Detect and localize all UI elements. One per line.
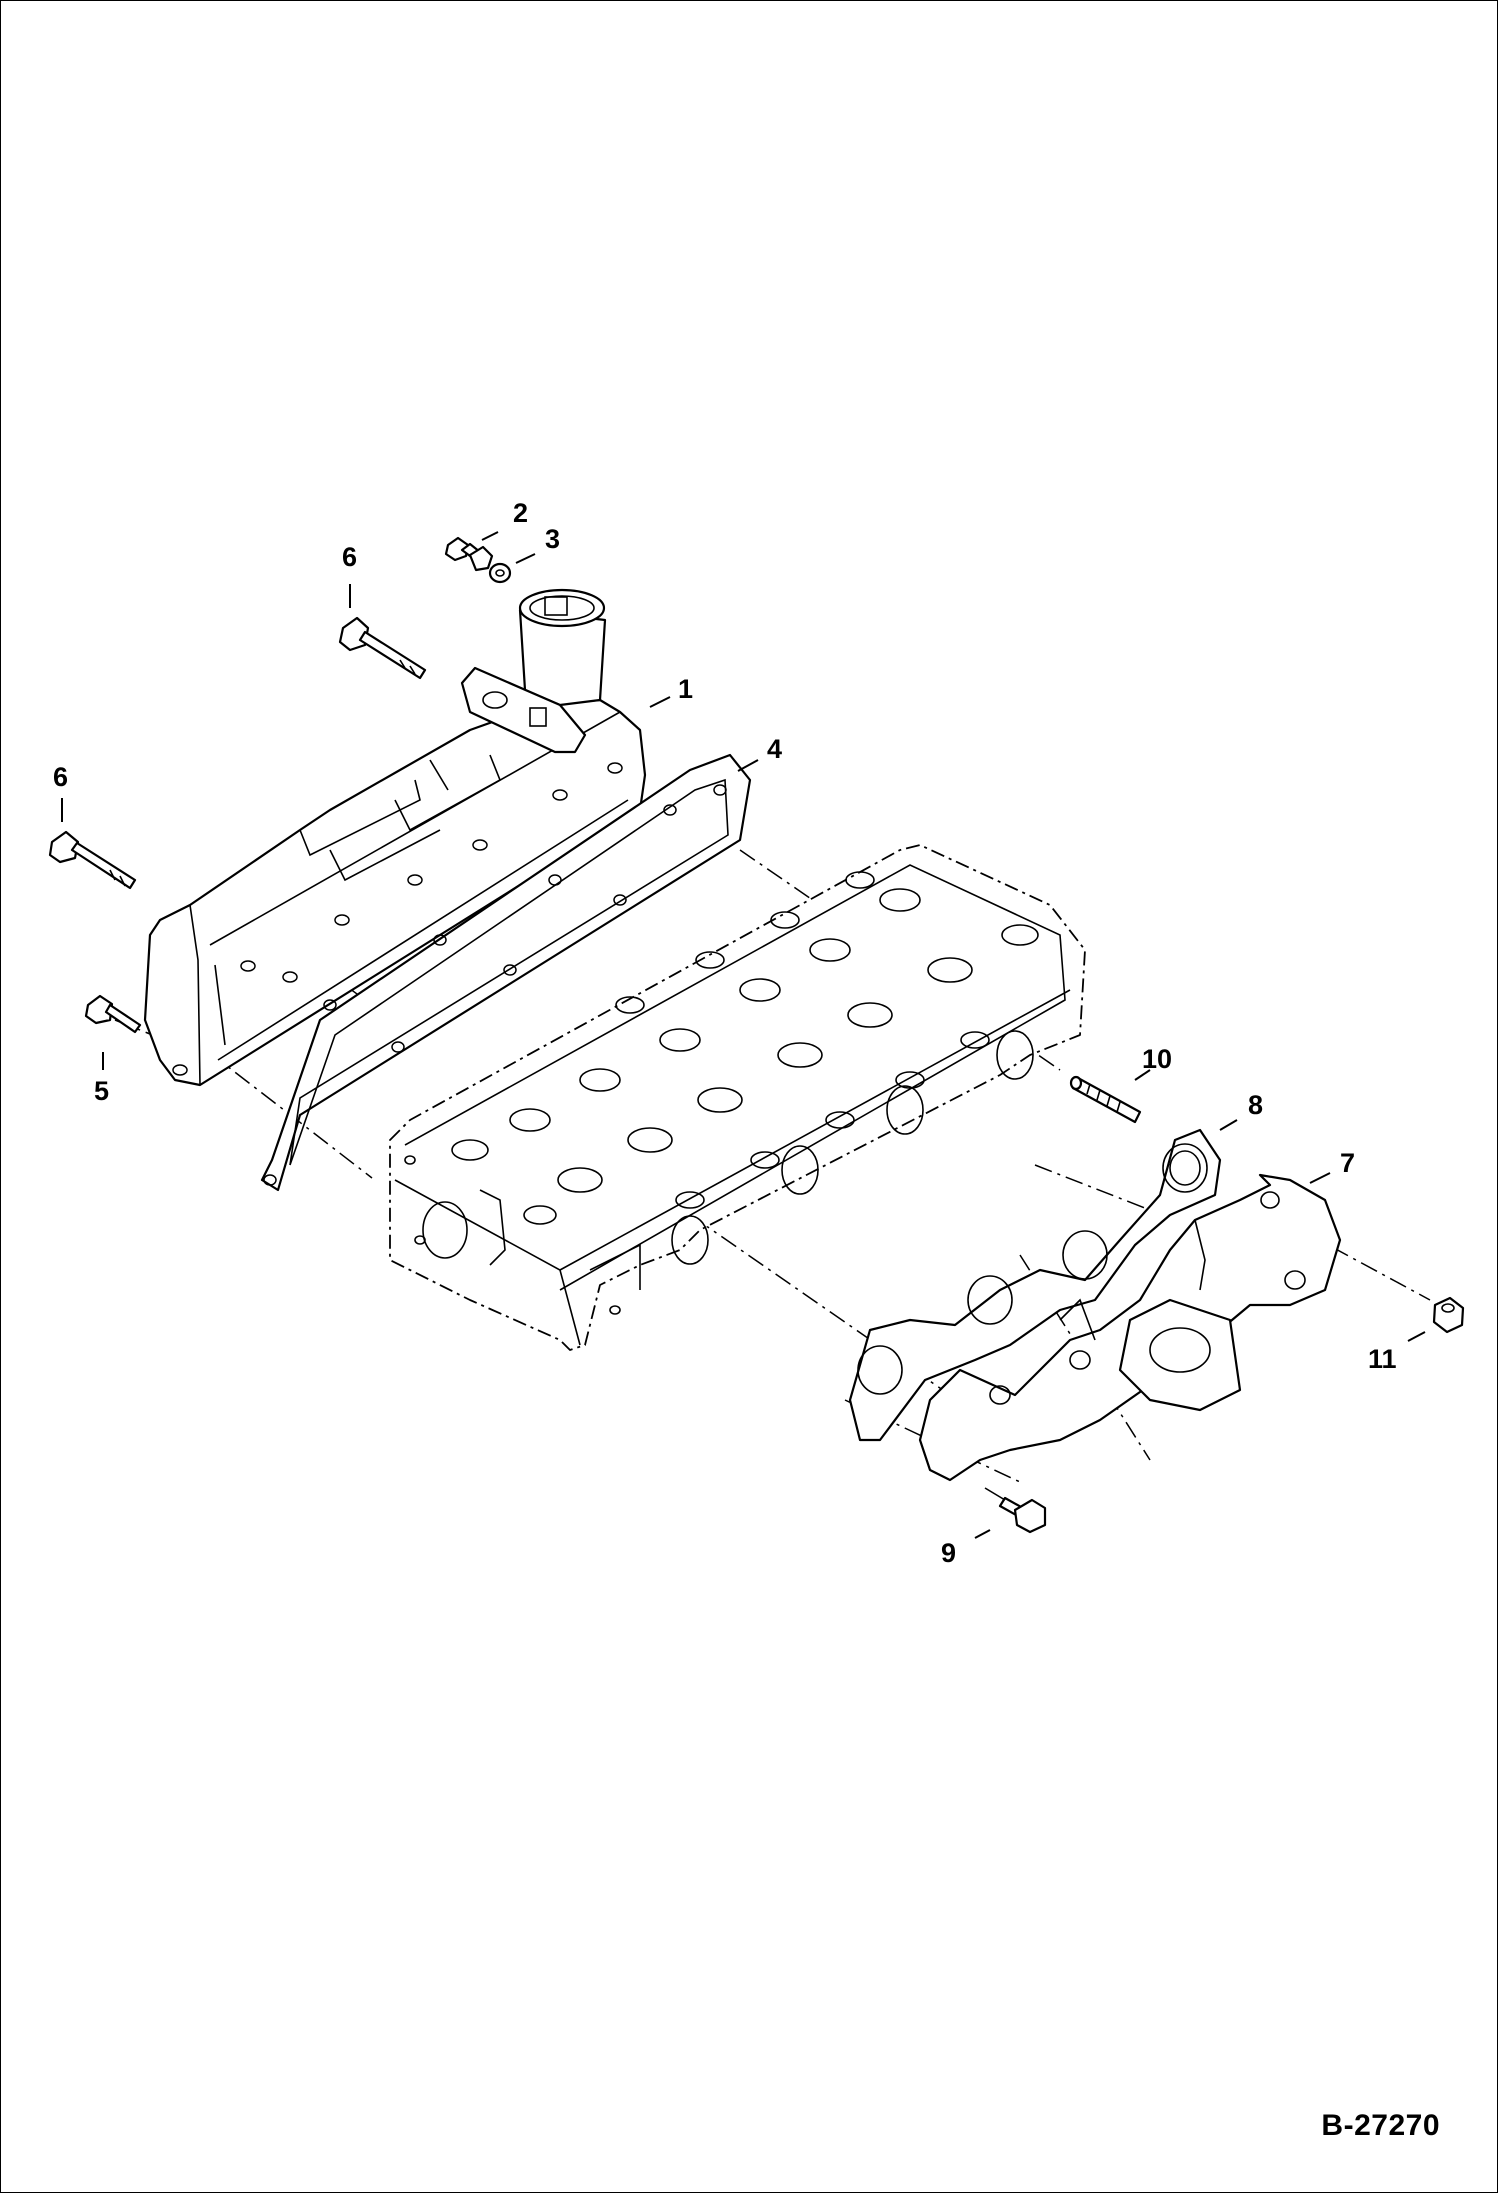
callout-6-upper: 6 bbox=[342, 542, 357, 572]
callout-4: 4 bbox=[767, 734, 782, 764]
leader-lines bbox=[61, 531, 1426, 1539]
callout-10: 10 bbox=[1142, 1044, 1172, 1074]
callout-3: 3 bbox=[545, 524, 560, 554]
washer-3 bbox=[488, 562, 512, 584]
exhaust-manifold bbox=[918, 1173, 1342, 1482]
callout-1: 1 bbox=[678, 674, 693, 704]
bolt-5 bbox=[84, 994, 142, 1034]
bolt-6-left bbox=[48, 830, 137, 890]
bolt-9 bbox=[984, 1487, 1047, 1534]
nut-11 bbox=[1432, 1296, 1465, 1334]
callout-2: 2 bbox=[513, 498, 528, 528]
intake-gasket bbox=[260, 753, 752, 1192]
callout-11: 11 bbox=[1368, 1344, 1397, 1374]
callout-6-left: 6 bbox=[53, 762, 68, 792]
callouts: 1 2 3 4 5 6 6 7 8 9 10 11 bbox=[53, 498, 1397, 1568]
intake-manifold bbox=[143, 588, 647, 1087]
drawing-number: B-27270 bbox=[1321, 2109, 1440, 2142]
callout-7: 7 bbox=[1340, 1148, 1355, 1178]
callout-8: 8 bbox=[1248, 1090, 1263, 1120]
cylinder-head bbox=[389, 844, 1086, 1351]
bolt-6-upper bbox=[338, 616, 427, 680]
callout-9: 9 bbox=[941, 1538, 956, 1568]
exhaust-gasket bbox=[848, 1128, 1222, 1442]
fitting-2 bbox=[444, 536, 494, 572]
stud-10 bbox=[1069, 1075, 1142, 1124]
callout-5: 5 bbox=[94, 1076, 109, 1106]
